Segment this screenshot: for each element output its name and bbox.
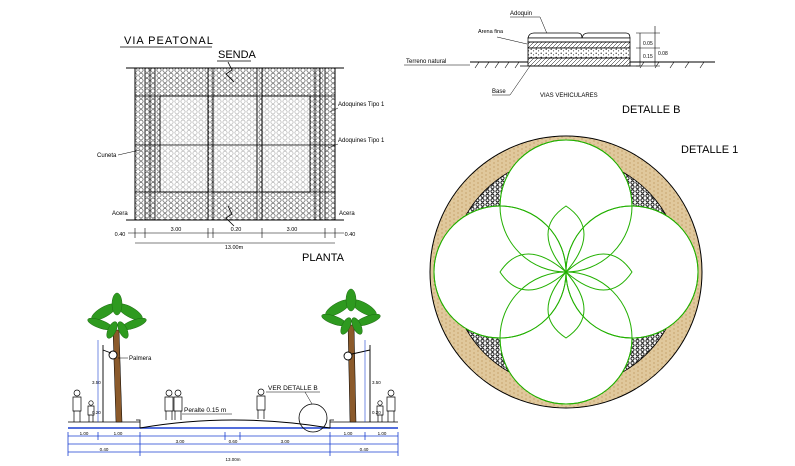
section-dim-9: 0.40	[360, 447, 369, 452]
section-dim-8: 0.40	[100, 447, 109, 452]
cross-section: Palmera Peralte 0.15 m VER DETALLE B 3.5…	[67, 288, 399, 462]
detail-b: Adoquin Arena fina 0.05 0.15 0.08 Te	[404, 11, 715, 116]
plan-path-label: SENDA	[218, 49, 257, 61]
section-dim-4: 0.60	[229, 439, 238, 444]
section-dim-5: 3.00	[281, 439, 290, 444]
section-dim-7: 1.00	[378, 431, 387, 436]
section-dim-1: 1.00	[80, 431, 89, 436]
plan-dim-5: 0.40	[345, 232, 356, 238]
right-palm-tree	[321, 288, 381, 423]
plan-paver-type-label-1: Adoquines Tipo 1	[338, 102, 385, 108]
plan-paver-type-label-2: Adoquines Tipo 1	[338, 138, 385, 144]
plan-sidewalk-right-label: Acera	[339, 211, 355, 217]
plan-dim-2: 3.00	[171, 227, 182, 233]
detail-1-caption: DETALLE 1	[681, 144, 738, 156]
plan-gutter-label: Cuneta	[97, 153, 117, 159]
plan-dim-3: 0.20	[231, 227, 242, 233]
plan-sidewalk-left-label: Acera	[112, 211, 128, 217]
plan-dim-total: 13.00m	[225, 245, 244, 251]
section-height-4: 0.20	[372, 410, 381, 415]
section-slope-label: Peralte 0.15 m	[184, 407, 226, 414]
section-palm-label: Palmera	[129, 356, 152, 362]
detail-b-dim-3: 0.08	[658, 51, 668, 57]
plan-view: VIA PEATONAL SENDA Adoquines Tipo 1 Adoq	[97, 35, 385, 264]
plan-title: VIA PEATONAL	[124, 35, 214, 47]
section-see-detail-label: VER DETALLE B	[268, 385, 318, 392]
section-height-1: 3.50	[92, 380, 101, 385]
section-dim-total: 13.00m	[225, 457, 240, 462]
section-dim-3: 3.00	[176, 439, 185, 444]
right-street-lamp	[343, 345, 371, 422]
see-detail-marker-circle	[298, 403, 328, 433]
detail-b-caption: DETALLE B	[622, 104, 681, 116]
detail-1: DETALLE 1	[429, 135, 738, 409]
detail-b-dim-2: 0.15	[643, 54, 653, 60]
plan-dim-4: 3.00	[287, 227, 298, 233]
detail-b-sand-label: Arena fina	[478, 29, 504, 35]
section-dim-6: 1.00	[344, 431, 353, 436]
section-height-3: 3.50	[372, 380, 381, 385]
plan-caption: PLANTA	[302, 252, 345, 264]
detail-b-dim-1: 0.05	[643, 41, 653, 47]
detail-b-paver-label: Adoquin	[510, 11, 532, 17]
left-street-lamp	[102, 345, 118, 422]
pedestrian-figures	[72, 388, 396, 422]
detail-b-base-label: Base	[492, 89, 506, 95]
section-height-2: 0.20	[92, 410, 101, 415]
detail-b-ground-label: Terreno natural	[406, 59, 446, 65]
detail-b-subtitle: VIAS VEHICULARES	[540, 93, 598, 99]
section-dim-2: 1.00	[114, 431, 123, 436]
plan-dim-1: 0.40	[115, 232, 126, 238]
